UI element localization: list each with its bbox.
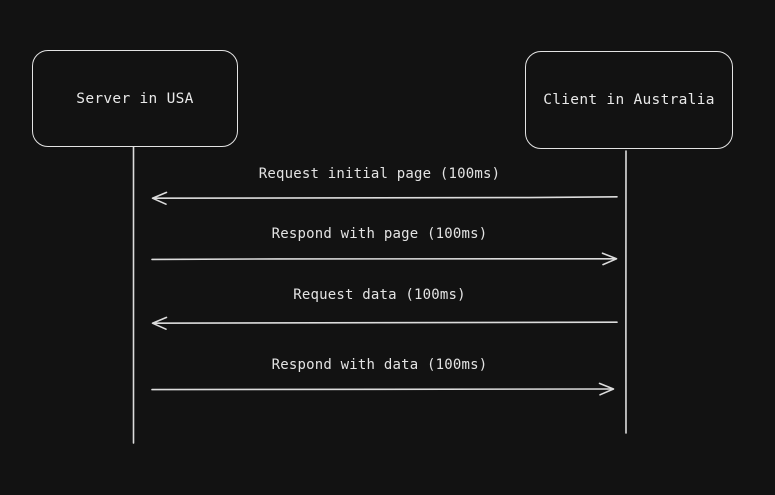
actor-label-server: Server in USA: [76, 90, 194, 107]
message-label-respond-with-page: Respond with page (100ms): [271, 226, 488, 242]
message-arrow-request-initial-page: [152, 196, 618, 200]
arrowhead-left-icon: [151, 316, 168, 330]
actor-box-client: Client in Australia: [525, 51, 733, 149]
arrowhead-right-icon: [601, 252, 618, 266]
message-arrow-request-data: [152, 321, 618, 325]
actor-box-server: Server in USA: [32, 50, 238, 147]
arrowhead-right-icon: [598, 382, 615, 396]
message-arrow-respond-with-page: [151, 258, 617, 261]
arrowhead-left-icon: [151, 191, 168, 205]
message-label-request-data: Request data (100ms): [293, 287, 466, 303]
message-arrow-respond-with-data: [151, 388, 614, 391]
message-label-request-initial-page: Request initial page (100ms): [258, 166, 501, 182]
message-label-respond-with-data: Respond with data (100ms): [271, 357, 488, 373]
actor-label-client: Client in Australia: [543, 92, 715, 108]
